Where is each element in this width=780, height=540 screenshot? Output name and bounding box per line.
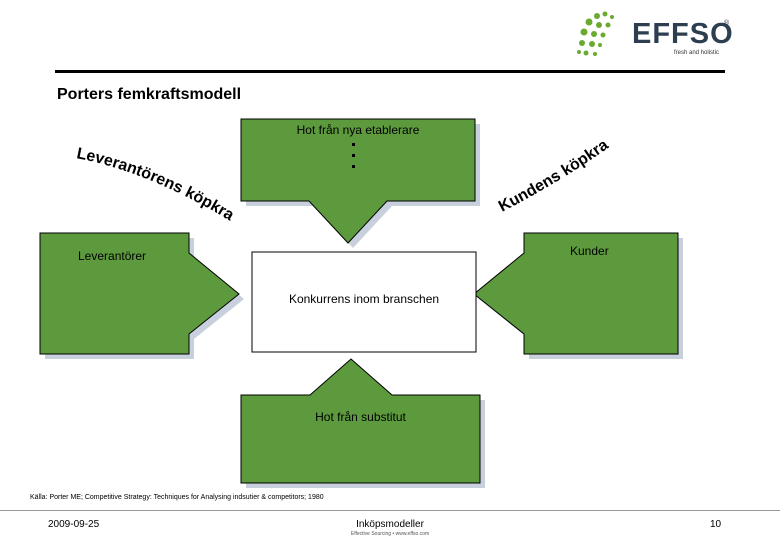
top-force-dots <box>352 143 355 168</box>
right-force-arrow <box>473 232 679 355</box>
logo-registered-mark: ® <box>724 20 730 27</box>
center-box <box>251 251 477 353</box>
footer-title: Inköpsmodeller <box>356 519 424 530</box>
left-force-arrow <box>39 232 240 355</box>
footer-divider <box>0 510 780 511</box>
page-title: Porters femkraftsmodell <box>57 86 242 103</box>
footer-date: 2009-09-25 <box>48 519 100 530</box>
top-force-arrow <box>240 118 476 244</box>
header-divider <box>55 70 725 73</box>
right-force-label: Kunder <box>570 244 609 258</box>
left-force-label: Leverantörer <box>78 249 147 263</box>
footer-subtitle: Effective Sourcing • www.effso.com <box>350 531 430 537</box>
source-citation: Källa: Porter ME; Competitive Strategy: … <box>30 494 324 501</box>
logo-brand-text: EFFSO <box>632 18 734 50</box>
center-box-label: Konkurrens inom branschen <box>288 292 440 306</box>
logo-dots-icon <box>577 11 614 56</box>
page-number: 10 <box>710 519 722 530</box>
bottom-force-label: Hot från substitut <box>315 410 406 424</box>
left-curved-label: Leverantörens köpkraft <box>0 0 237 224</box>
top-force-label: Hot från nya etablerare <box>296 123 420 137</box>
logo-tagline: fresh and holistic <box>674 50 720 56</box>
effso-logo <box>577 11 614 56</box>
bottom-force-arrow <box>240 358 481 484</box>
